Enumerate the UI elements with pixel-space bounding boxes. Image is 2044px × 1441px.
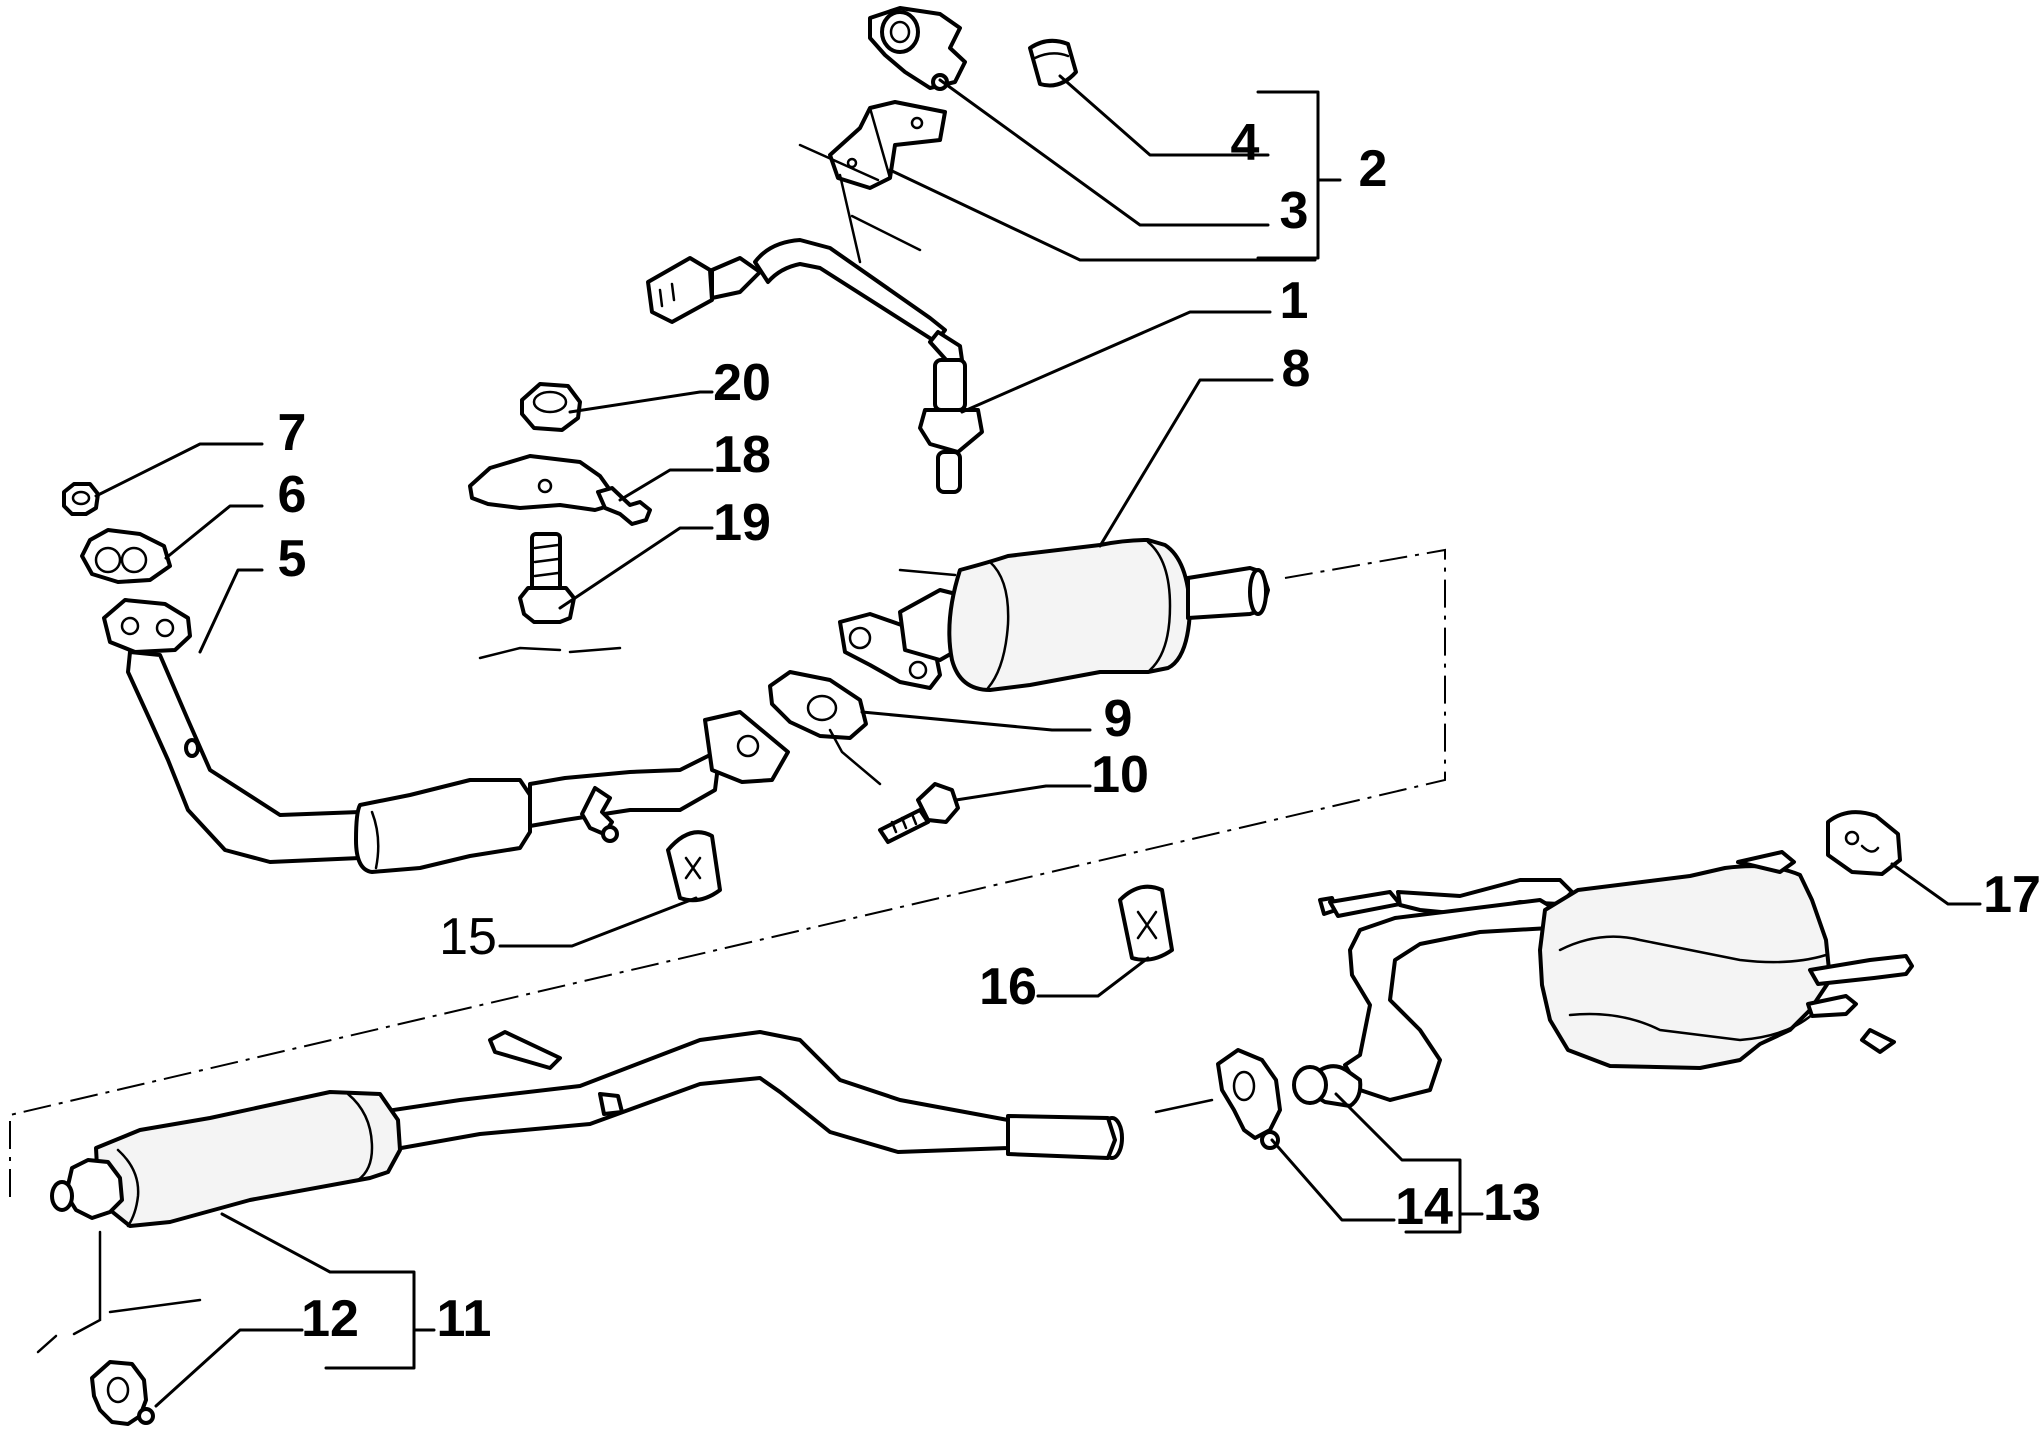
label-2: 2	[1359, 140, 1388, 198]
part-11-intermediate-silencer	[50, 1030, 1124, 1228]
label-18: 18	[713, 426, 771, 484]
label-4: 4	[1231, 114, 1260, 172]
part-1-lambda-sensor	[646, 143, 984, 494]
label-6: 6	[278, 466, 307, 524]
label-11: 11	[437, 1290, 492, 1348]
part-number-labels: 4 3 2 1 8 20 18 19 7 6 5 9 10 15 16 17 1…	[278, 114, 2041, 1348]
part-19-stud	[518, 532, 576, 624]
part-bracket-plate	[828, 100, 947, 190]
part-9-gasket	[768, 670, 868, 740]
part-3-clamp	[868, 6, 967, 91]
label-9: 9	[1104, 690, 1133, 748]
part-6-gasket	[80, 528, 172, 584]
label-12: 12	[301, 1290, 359, 1348]
label-17: 17	[1983, 866, 2041, 924]
label-20: 20	[713, 354, 771, 412]
leader-lines	[36, 74, 1982, 1408]
part-13-rear-silencer	[1292, 850, 1914, 1108]
part-8-catalytic-converter	[838, 538, 1270, 692]
label-13: 13	[1483, 1174, 1541, 1232]
part-15-rubber-mount	[666, 830, 722, 903]
part-20-nut	[520, 382, 582, 432]
part-17-rubber-mount	[1826, 810, 1902, 876]
part-4-rubber-cap	[1028, 38, 1078, 88]
part-5-front-pipe	[102, 598, 790, 874]
label-1: 1	[1280, 272, 1309, 330]
label-15: 15	[439, 908, 497, 966]
label-10: 10	[1091, 746, 1149, 804]
separation-dash-line	[9, 548, 1446, 1200]
label-14: 14	[1395, 1178, 1453, 1236]
part-18-bracket	[468, 454, 652, 526]
part-16-rubber-mount	[1118, 884, 1174, 962]
label-8: 8	[1282, 340, 1311, 398]
part-10-bolt	[878, 782, 960, 844]
part-7-nut	[62, 482, 100, 516]
label-7: 7	[278, 404, 307, 462]
label-5: 5	[278, 530, 307, 588]
label-3: 3	[1280, 182, 1309, 240]
part-12-clamp	[90, 1360, 155, 1426]
label-19: 19	[713, 494, 771, 552]
label-16: 16	[979, 958, 1037, 1016]
part-14-clamp	[1216, 1048, 1282, 1150]
